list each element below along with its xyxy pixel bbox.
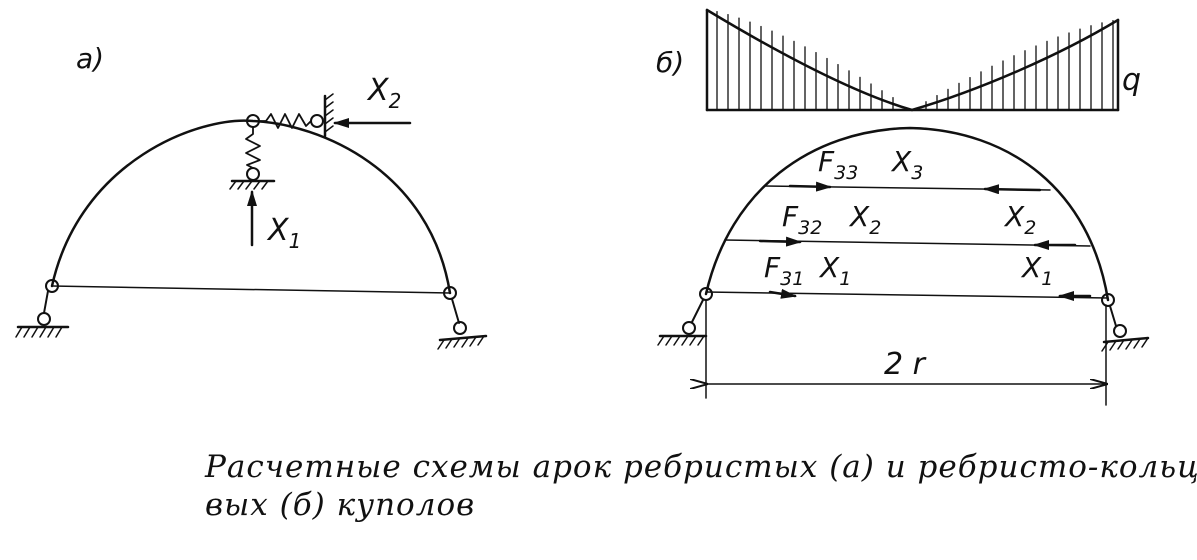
right-support-b bbox=[1101, 293, 1150, 352]
ring-label-f33: F33 bbox=[818, 145, 858, 184]
panel-label-b: б) bbox=[656, 46, 684, 79]
ring-arrow-33-left bbox=[788, 181, 832, 192]
ring-label-x2-right: X2 bbox=[1003, 200, 1036, 239]
left-support-b bbox=[657, 287, 713, 346]
ring-label-f31: F31 bbox=[764, 251, 804, 290]
arch-curve-b bbox=[704, 126, 1110, 302]
arch-diagram: а) bbox=[15, 8, 1150, 406]
figure-caption: Расчетные схемы арок ребристых (а) и реб… bbox=[205, 448, 1197, 524]
ribbed-arch-scheme: а) bbox=[15, 42, 488, 350]
caption-line-2: вых (б) куполов bbox=[205, 487, 476, 523]
force-x1-label: X1 bbox=[266, 213, 301, 253]
span-label: 2 r bbox=[884, 347, 927, 382]
ring-label-x1-left: X1 bbox=[818, 251, 851, 290]
ring-label-f32: F32 bbox=[782, 200, 822, 239]
arch-curve-a bbox=[50, 119, 452, 295]
ring-label-x3: X3 bbox=[890, 145, 923, 184]
crown-spring-support bbox=[229, 93, 334, 190]
ring-line-31 bbox=[705, 291, 1109, 299]
right-support-a bbox=[437, 286, 488, 350]
tie-line-a bbox=[51, 285, 451, 294]
ring-label-x1-right: X1 bbox=[1020, 251, 1053, 290]
ring-arrow-32-left bbox=[758, 236, 802, 247]
span-dimension bbox=[706, 299, 1106, 406]
ring-label-x2-left: X2 bbox=[848, 200, 881, 239]
panel-label-a: а) bbox=[76, 42, 104, 75]
load-label-q: q bbox=[1122, 63, 1141, 98]
ring-arrow-33-right bbox=[983, 184, 1042, 195]
ribbed-ring-arch-scheme: б) q F33 X3 F32 X2 X2 F31 X1 X1 bbox=[656, 8, 1150, 406]
ring-arrow-31-left bbox=[768, 288, 797, 299]
left-support-a bbox=[15, 279, 70, 338]
load-diagram-q bbox=[705, 8, 1120, 112]
force-x2-label: X2 bbox=[366, 73, 401, 113]
caption-line-1: Расчетные схемы арок ребристых (а) и реб… bbox=[205, 449, 1197, 485]
